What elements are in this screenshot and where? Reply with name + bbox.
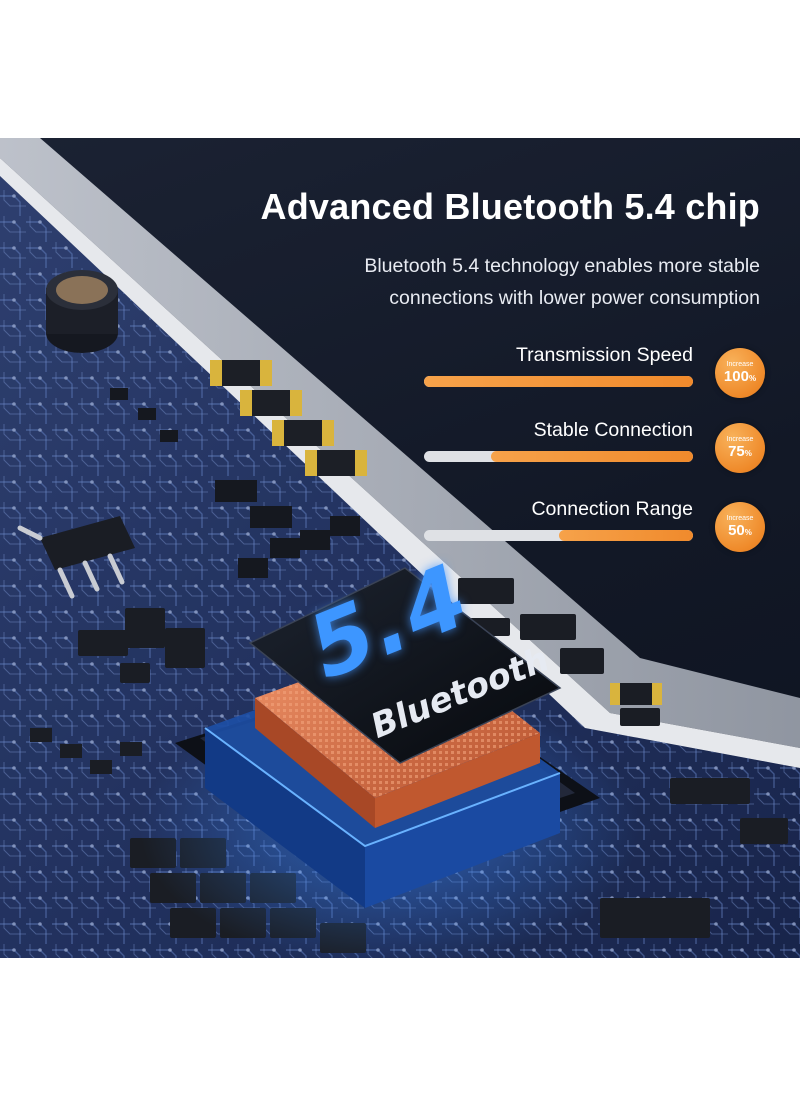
- metric-connection-range: Connection Range Increase 50%: [420, 498, 765, 554]
- badge-value: 100%: [723, 368, 757, 385]
- progress-bar-fill: [424, 376, 693, 387]
- subtitle: Bluetooth 5.4 technology enables more st…: [364, 255, 760, 309]
- metric-transmission-speed: Transmission Speed Increase 100%: [420, 344, 765, 400]
- increase-badge: Increase 75%: [715, 423, 765, 473]
- circuit-board-illustration: [0, 138, 800, 958]
- badge-value: 50%: [728, 522, 752, 539]
- metric-label: Stable Connection: [533, 419, 693, 441]
- progress-bar: [424, 530, 693, 541]
- badge-caption: Increase: [726, 361, 754, 368]
- headline: Advanced Bluetooth 5.4 chip: [260, 186, 760, 227]
- progress-bar-fill: [491, 451, 693, 462]
- metric-label: Connection Range: [531, 498, 693, 520]
- metric-stable-connection: Stable Connection Increase 75%: [420, 419, 765, 475]
- product-banner: 5.4 Bluetooth Advanced Bluetooth 5.4 chi…: [0, 138, 800, 958]
- increase-badge: Increase 50%: [715, 502, 765, 552]
- increase-badge: Increase 100%: [715, 348, 765, 398]
- badge-value: 75%: [728, 443, 752, 460]
- progress-bar-fill: [558, 530, 693, 541]
- badge-caption: Increase: [726, 515, 754, 522]
- badge-caption: Increase: [726, 436, 754, 443]
- progress-bar: [424, 451, 693, 462]
- metric-label: Transmission Speed: [515, 344, 693, 366]
- progress-bar: [424, 376, 693, 387]
